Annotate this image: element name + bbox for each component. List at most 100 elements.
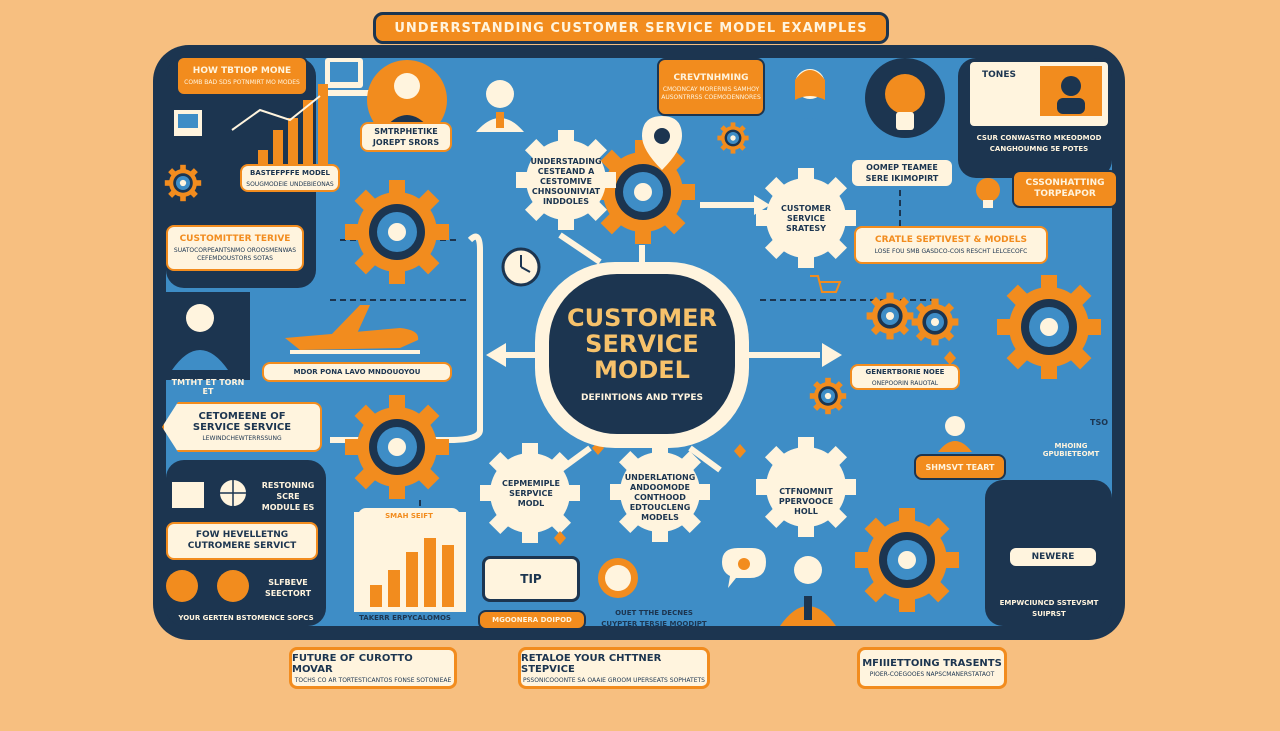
label-slf[interactable]: SLFBEVE SEECTORT [256,574,320,602]
label-cratle[interactable]: CRATLE SEPTIVEST & MODELS LOSE FOU SMB G… [854,226,1048,264]
gear-icon [591,140,695,244]
label-heading-line2: CUTROMERE SERVICT [187,541,297,551]
gear-icon [164,164,202,202]
person-icon [476,80,524,132]
label-heading: CETOMEENE OF [198,411,286,422]
label-subtext: LOSE FOU SMB GASDCO-COIS RESCHT LELCECOF… [874,247,1028,255]
bar-chart-icon [231,84,328,170]
gear-text: UNDERSTADING [530,157,602,166]
label-smah-sefft[interactable]: SMAH SEIFT [358,508,460,524]
label-heading: HOW TBTIOP MONE [192,65,292,76]
label-subtext: COMB BAD SDS POTNMIRT MO MODES [184,78,300,86]
bottom-banner-left[interactable]: FUTURE OF CUROTTO MOVAR TOCHS CO AR TORT… [289,647,457,689]
label-odmep[interactable]: OOMEP TEAMEE SERE IKIMOPIRT [852,160,952,186]
gear-text: CHNSOUNIVIAT [531,187,601,196]
label-baste[interactable]: BASTEFPFFE MODEL SOUGMODEIE UNDEBIEONAS [240,164,340,192]
monitor-icon [970,62,1108,126]
label-heading: OOMEP TEAMEE [866,163,938,172]
label-subtext: TORPEAPOR [1034,189,1096,199]
hub-title-line: SERVICE [585,330,699,358]
banner-heading: RETALOE YOUR CHTTNER STEPVICE [521,652,662,675]
label-restoning[interactable]: RESTONING SCRE MODULE ES [250,476,326,516]
label-subtext: SUATOCORPEANTSNMO OROOSMENWAS CEFEMDOUST… [173,246,297,262]
central-hub-body[interactable]: CUSTOMER SERVICE MODEL DEFINTIONS AND TY… [549,274,735,434]
label-crevt[interactable]: CREVTNHMING CMODNCAY MORERNIS SAMHOY AUS… [657,58,765,116]
label-subtext: CMODNCAY MORERNIS SAMHOY AUSONTRRSS COEM… [661,85,761,101]
gear-text: SERVICE [787,214,825,223]
label-heading-line2: SCRE [276,491,300,501]
bottom-banner-mid[interactable]: RETALOE YOUR CHTTNER STEPVICE PSSONICOOO… [518,647,710,689]
label-plane-caption[interactable]: MDOR PONA LAVO MNDOUOYOU [262,362,452,382]
label-heading-line2: SEECTORT [264,589,312,598]
gear-text: MODL [517,499,545,508]
gear-text: CEPMEMIPLE [502,479,560,488]
gear-text: CESTEAND A [537,167,595,176]
hub-title-line: CUSTOMER [567,304,717,332]
banner-heading: MFIIIETTOING TRASENTS [862,658,1002,669]
person-icon [938,416,972,452]
gear-text: ANDOOMODE [630,483,690,492]
label-few[interactable]: FOW HEVELLETNG CUTROMERE SERVICT [166,522,318,560]
label-mgoonera[interactable]: MGOONERA DOIPOD [478,610,586,630]
label-csonhatting[interactable]: CSSONHATTING TORPEAPOR [1012,170,1118,208]
cart-icon [810,275,842,293]
person-icon [782,69,838,136]
label-shmsvt[interactable]: SHMSVT TEART [914,454,1006,480]
hub-subtitle: DEFINTIONS AND TYPES [581,393,703,403]
gear-label-left[interactable]: CEPMEMIPLE SERPVICE MODL [496,476,566,512]
header-title-banner: UNDERRSTANDING CUSTOMER SERVICE MODEL EX… [373,12,889,44]
screen-caption: CSUR CONWASTRO MKEODMOD CANGHOUMNG 5E PO… [966,130,1112,158]
label-subtext: CUYPTER TERSIE MOODIPT [601,620,707,628]
label-heading: CREVTNHMING [673,72,749,83]
globe-icon [166,570,249,602]
label-subtext: SUIPRST [1032,610,1066,618]
label-empw[interactable]: EMPWCIUNCD SSTEVSMT SUIPRST [990,596,1108,622]
label-heading: EMPWCIUNCD SSTEVSMT [999,599,1099,607]
gear-text: SRATESY [786,224,826,233]
gear-label-right[interactable]: CTFNOMNIT PPERVOOCE HOLL [770,484,842,520]
label-subtext: ONEPOORIN RAUOTAL [871,379,939,387]
gear-text: HOLL [794,507,818,516]
person-icon [166,292,250,380]
label-newere[interactable]: NEWERE [1008,546,1098,568]
gear-label-strategy[interactable]: CUSTOMER SERVICE SRATESY [770,200,842,238]
label-strategic[interactable]: SMTRPHETIKE JOREPT SRORS [360,122,452,152]
airplane-icon [285,305,420,354]
bottom-banner-right[interactable]: MFIIIETTOING TRASENTS PIOER-COEGOOES NAP… [857,647,1007,689]
label-subtext: SERE IKIMOPIRT [865,174,939,183]
banner-subtext: TOCHS CO AR TORTESTICANTOS FONSE SOTONIE… [294,676,452,684]
gear-label-understanding[interactable]: UNDERSTADING CESTEAND A CESTOMIVE CHNSOU… [526,152,606,212]
monitor-icon [318,58,370,96]
hub-title-line: MODEL [594,356,690,384]
label-heading: BASTEFPFFE MODEL [249,168,330,177]
label-subtext: CANGHOUMNG 5E POTES [989,145,1089,153]
label-cetomeene[interactable]: CETOMEENE OF SERVICE SERVICE LEWINDCHEWT… [162,402,322,452]
gear-icon [911,298,959,346]
banner-heading: FUTURE OF CUROTTO MOVAR [292,652,413,675]
gear-icon [717,122,749,154]
label-heading: MDOR PONA LAVO MNDOUOYOU [293,367,421,376]
clock-icon [501,247,541,287]
label-subtext: JOREPT SRORS [372,138,440,147]
label-how-top[interactable]: HOW TBTIOP MONE COMB BAD SDS POTNMIRT MO… [176,56,308,96]
label-subtext: LEWINDCHEWTERRSSUNG [202,435,282,442]
label-heading: FOW HEVELLETNG [195,530,289,540]
tso-caption: TSO [1089,418,1109,427]
gear-text: UNDERLATIONG [624,473,696,482]
gear-label-mid[interactable]: UNDERLATIONG ANDOOMODE CONTHOOD EDTOUCLE… [614,470,706,526]
globe-icon [218,478,248,508]
label-heading: NEWERE [1031,551,1075,562]
label-gears-caption[interactable]: GENERTBORIE NOEE ONEPOORIN RAUOTAL [850,364,960,390]
person-caption: TMTHT ET TORN ET [171,378,245,396]
label-heading: TIP [520,571,542,586]
label-heading: SLFBEVE [268,578,308,587]
label-heading: SMTRPHETIKE [374,127,438,136]
gear-icon [345,395,449,499]
gear-icon [866,292,914,340]
label-ouet[interactable]: OUET TTHE DECNES CUYPTER TERSIE MOODIPT [594,606,714,632]
label-tip[interactable]: TIP [482,556,580,602]
banner-subtext: PIOER-COEGOOES NAPSCMANERSTATAOT [869,671,995,678]
label-heading: CSUR CONWASTRO MKEODMOD [976,134,1102,142]
label-customitter[interactable]: CUSTOMITTER TERIVE SUATOCORPEANTSNMO ORO… [166,225,304,271]
gear-icon [809,377,847,415]
